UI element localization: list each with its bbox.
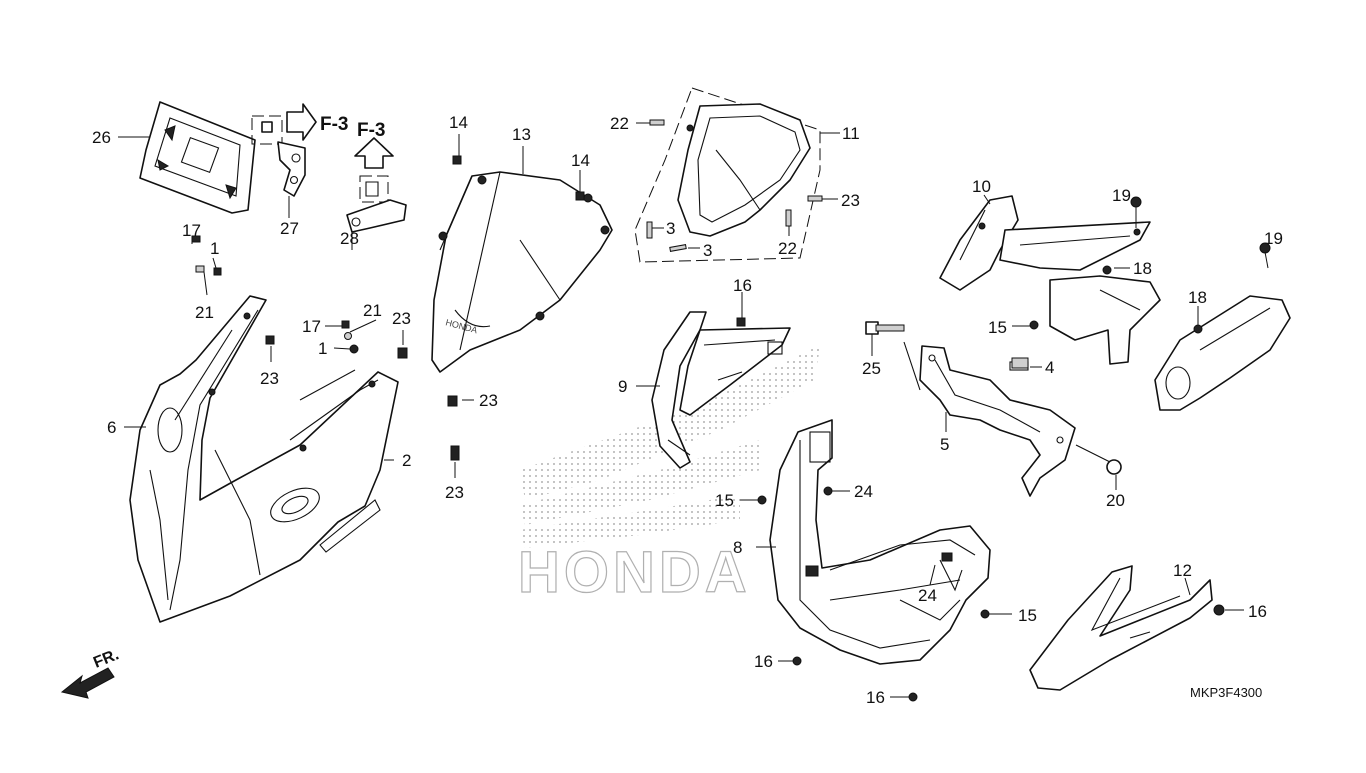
- callout-20: 20: [1106, 491, 1125, 510]
- callout-16a: 16: [733, 276, 752, 295]
- part-9-inner-panel: [651, 311, 791, 469]
- part-8-inner-lower-cowl: [769, 419, 991, 665]
- callout-13: 13: [512, 125, 531, 144]
- part-27-bracket: [251, 115, 306, 197]
- callout-1b: 1: [318, 339, 327, 358]
- callout-16b: 16: [754, 652, 773, 671]
- callout-16c: 16: [866, 688, 885, 707]
- part-12-side-panel: [1029, 565, 1213, 691]
- callout-2: 2: [402, 451, 411, 470]
- callout-5: 5: [940, 435, 949, 454]
- ref-arrow-right-icon: [286, 103, 317, 141]
- callout-23a: 23: [392, 309, 411, 328]
- callout-3a: 3: [666, 219, 675, 238]
- ref-label-top: F-3: [320, 114, 349, 135]
- part-26-plate: [139, 101, 256, 214]
- part-18-side-cover: [1049, 275, 1291, 411]
- callout-10: 10: [972, 177, 991, 196]
- callout-19b: 19: [1264, 229, 1283, 248]
- front-direction-arrow-icon: [60, 667, 115, 699]
- part-25-bolt: [865, 321, 905, 335]
- callout-19a: 19: [1112, 186, 1131, 205]
- diagram-code: MKP3F4300: [1190, 685, 1262, 700]
- callout-14a: 14: [449, 113, 468, 132]
- callout-24b: 24: [918, 586, 937, 605]
- part-13-windscreen: HONDA: [431, 171, 613, 373]
- ref-arrow-up-icon: [354, 137, 394, 169]
- callout-17a: 17: [182, 221, 201, 240]
- callout-22a: 22: [610, 114, 629, 133]
- ref-label-side: F-3: [357, 120, 386, 141]
- callout-6: 6: [107, 418, 116, 437]
- callout-21a: 21: [195, 303, 214, 322]
- callout-8: 8: [733, 538, 742, 557]
- callout-3b: 3: [703, 241, 712, 260]
- callout-18b: 18: [1188, 288, 1207, 307]
- part-11-visor-assembly: [634, 87, 823, 263]
- callout-15a: 15: [988, 318, 1007, 337]
- callout-24a: 24: [854, 482, 873, 501]
- callout-4: 4: [1045, 358, 1054, 377]
- callout-18a: 18: [1133, 259, 1152, 278]
- callout-15b: 15: [715, 491, 734, 510]
- callout-23e: 23: [841, 191, 860, 210]
- callout-25: 25: [862, 359, 881, 378]
- callout-16d: 16: [1248, 602, 1267, 621]
- callout-23c: 23: [479, 391, 498, 410]
- callout-23b: 23: [260, 369, 279, 388]
- part-10-inner-panel: [939, 195, 1151, 291]
- callout-1a: 1: [210, 239, 219, 258]
- callout-17b: 17: [302, 317, 321, 336]
- callout-22b: 22: [778, 239, 797, 258]
- callout-9: 9: [618, 377, 627, 396]
- callout-14b: 14: [571, 151, 590, 170]
- callout-23d: 23: [445, 483, 464, 502]
- callout-12: 12: [1173, 561, 1192, 580]
- part-28-bracket: [346, 175, 407, 233]
- part-5-cowl-stay: [903, 341, 1111, 497]
- front-indicator-label: FR.: [91, 646, 121, 671]
- callout-21b: 21: [363, 301, 382, 320]
- callout-28: 28: [340, 229, 359, 248]
- callout-11: 11: [842, 124, 860, 143]
- callout-27: 27: [280, 219, 299, 238]
- callout-15c: 15: [1018, 606, 1037, 625]
- callout-26: 26: [92, 128, 111, 147]
- watermark-text: HONDA: [518, 540, 751, 605]
- part-6-front-cowl: [129, 295, 399, 623]
